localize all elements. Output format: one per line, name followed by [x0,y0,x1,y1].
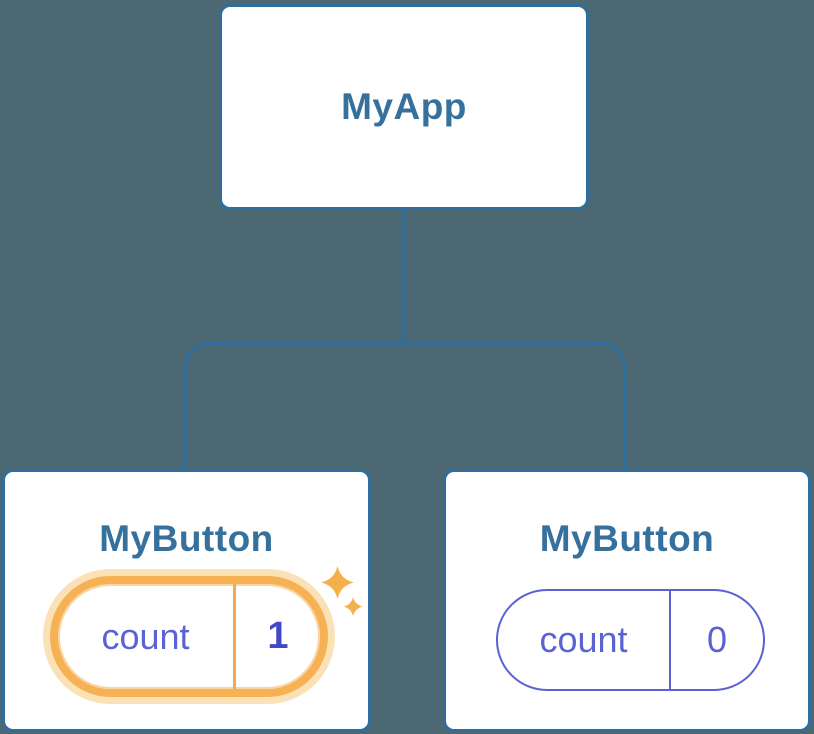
state-pill: count 0 [496,589,765,691]
state-pill-divider [233,584,236,689]
sparkles-icon [321,566,363,617]
component-label: MyApp [341,86,467,127]
component-node-myapp: MyApp [219,4,589,210]
component-node-mybutton-1: MyButton count 1 [2,469,371,732]
state-value: 0 [706,619,728,660]
state-pill-divider [669,591,671,689]
component-label: MyButton [539,518,715,559]
component-node-mybutton-2: MyButton count 0 [443,469,811,732]
state-key: count [539,619,628,660]
state-key: count [101,615,190,657]
component-label: MyButton [99,518,274,559]
state-value: 1 [267,615,289,657]
state-pill-highlighted: count 1 [50,576,328,697]
